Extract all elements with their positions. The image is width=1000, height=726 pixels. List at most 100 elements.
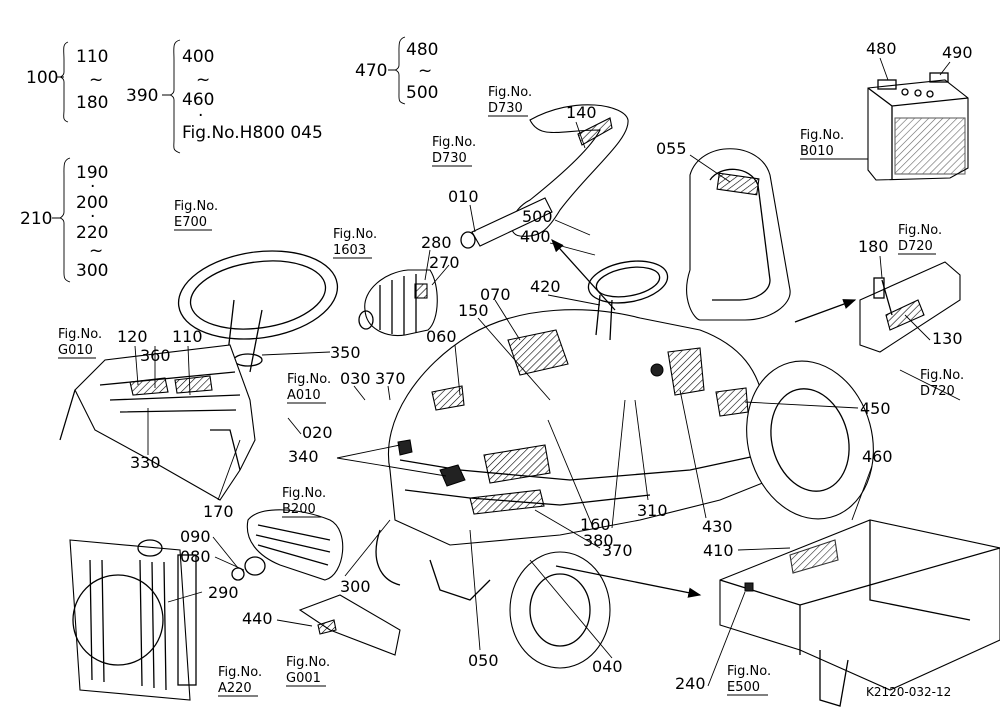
group-100-head: 100 bbox=[26, 68, 58, 88]
group-470-head: 470 bbox=[355, 61, 387, 81]
group-100-item-0: 110 bbox=[76, 47, 108, 67]
group-210-item-6: 300 bbox=[76, 261, 108, 281]
group-390-item-2: 460 bbox=[182, 90, 214, 110]
group-390-item-3: · bbox=[198, 106, 203, 126]
group-210-item-0: 190 bbox=[76, 163, 108, 183]
dash-panel bbox=[59, 344, 256, 501]
fig-ref-a010-code: A010 bbox=[287, 388, 321, 403]
fig-ref-d730b-code: D730 bbox=[432, 151, 467, 166]
group-390-head: 390 bbox=[126, 86, 158, 106]
seat bbox=[686, 148, 791, 321]
fig-ref-d720a-code: D720 bbox=[898, 239, 933, 254]
callout-430: 430 bbox=[702, 517, 733, 536]
radiator bbox=[69, 539, 197, 701]
fig-ref-1603-code: 1603 bbox=[333, 243, 366, 258]
callout-490: 490 bbox=[942, 43, 973, 62]
fig-ref-b200-code: B200 bbox=[282, 502, 316, 517]
wheels bbox=[375, 360, 874, 669]
fig-ref-b010-label: Fig.No. bbox=[800, 128, 844, 143]
callout-150: 150 bbox=[458, 301, 489, 320]
callout-330: 330 bbox=[130, 453, 161, 472]
part-callouts: 140 010 055 480 490 280 270 500 400 420 … bbox=[117, 39, 973, 693]
callout-300: 300 bbox=[340, 577, 371, 596]
callout-350: 350 bbox=[330, 343, 361, 362]
fig-ref-d730b-label: Fig.No. bbox=[432, 135, 476, 150]
callout-340: 340 bbox=[288, 447, 319, 466]
callout-130: 130 bbox=[932, 329, 963, 348]
fig-ref-b200-label: Fig.No. bbox=[282, 486, 326, 501]
callout-420: 420 bbox=[530, 277, 561, 296]
callout-080: 080 bbox=[180, 547, 211, 566]
callout-055: 055 bbox=[656, 139, 687, 158]
callout-110: 110 bbox=[172, 327, 203, 346]
callout-410: 410 bbox=[703, 541, 734, 560]
callout-400: 400 bbox=[520, 227, 551, 246]
callout-310: 310 bbox=[637, 501, 668, 520]
callout-270: 270 bbox=[429, 253, 460, 272]
group-210-item-4: 220 bbox=[76, 223, 108, 243]
callout-060: 060 bbox=[426, 327, 457, 346]
group-100: 100 110 ~ 180 bbox=[26, 41, 108, 123]
callout-140: 140 bbox=[566, 103, 597, 122]
fig-ref-a220-code: A220 bbox=[218, 681, 252, 696]
callout-370-lower: 370 bbox=[602, 541, 633, 560]
group-470-item-2: 500 bbox=[406, 83, 438, 103]
fig-ref-e500-code: E500 bbox=[727, 680, 760, 695]
fig-references: Fig.No. E700 Fig.No. D730 Fig.No. D730 F… bbox=[58, 85, 964, 697]
group-210: 210 190 · 200 · 220 ~ 300 bbox=[20, 157, 108, 283]
group-210-item-1: · bbox=[90, 177, 95, 197]
callout-040: 040 bbox=[592, 657, 623, 676]
callout-050: 050 bbox=[468, 651, 499, 670]
callout-380: 380 bbox=[583, 531, 614, 550]
fig-ref-d720b-label: Fig.No. bbox=[920, 368, 964, 383]
fig-ref-g001-label: Fig.No. bbox=[286, 655, 330, 670]
filter-element bbox=[358, 269, 438, 337]
fig-ref-e700-code: E700 bbox=[174, 215, 207, 230]
group-390-item-1: ~ bbox=[196, 70, 210, 90]
fig-ref-d720a-label: Fig.No. bbox=[898, 223, 942, 238]
callout-070: 070 bbox=[480, 285, 511, 304]
callout-180: 180 bbox=[858, 237, 889, 256]
fig-ref-d730a-label: Fig.No. bbox=[488, 85, 532, 100]
fig-ref-e700-label: Fig.No. bbox=[174, 199, 218, 214]
group-210-item-3: · bbox=[90, 207, 95, 227]
group-390-item-4: Fig.No.H800 045 bbox=[182, 123, 323, 143]
group-210-item-5: ~ bbox=[89, 241, 103, 261]
fig-ref-g001-code: G001 bbox=[286, 671, 321, 686]
fig-ref-1603-label: Fig.No. bbox=[333, 227, 377, 242]
callout-090: 090 bbox=[180, 527, 211, 546]
callout-160: 160 bbox=[580, 515, 611, 534]
fig-ref-b010-code: B010 bbox=[800, 144, 834, 159]
drawing-code: K2120-032-12 bbox=[866, 685, 951, 699]
group-390: 390 400 ~ 460 · Fig.No.H800 045 bbox=[126, 39, 323, 154]
leader-lines bbox=[134, 57, 951, 687]
group-470-item-1: ~ bbox=[418, 61, 432, 81]
callout-480: 480 bbox=[866, 39, 897, 58]
callout-010: 010 bbox=[448, 187, 479, 206]
callout-360: 360 bbox=[140, 346, 171, 365]
group-390-item-0: 400 bbox=[182, 47, 214, 67]
fig-ref-g010-code: G010 bbox=[58, 343, 93, 358]
fig-ref-a220-label: Fig.No. bbox=[218, 665, 262, 680]
front-grille bbox=[231, 509, 401, 656]
fig-ref-e500-label: Fig.No. bbox=[727, 664, 771, 679]
callout-170: 170 bbox=[203, 502, 234, 521]
callout-450: 450 bbox=[860, 399, 891, 418]
callout-030: 030 bbox=[340, 369, 371, 388]
group-210-item-2: 200 bbox=[76, 193, 108, 213]
callout-290: 290 bbox=[208, 583, 239, 602]
group-470: 470 480 ~ 500 bbox=[355, 36, 438, 105]
callout-500: 500 bbox=[522, 207, 553, 226]
callout-370-upper: 370 bbox=[375, 369, 406, 388]
battery bbox=[867, 72, 969, 181]
callout-280: 280 bbox=[421, 233, 452, 252]
fig-ref-a010-label: Fig.No. bbox=[287, 372, 331, 387]
callout-240: 240 bbox=[675, 674, 706, 693]
group-210-head: 210 bbox=[20, 209, 52, 229]
group-100-item-1: ~ bbox=[89, 70, 103, 90]
rear-frame bbox=[719, 519, 1000, 707]
group-100-item-2: 180 bbox=[76, 93, 108, 113]
callout-440: 440 bbox=[242, 609, 273, 628]
callout-460: 460 bbox=[862, 447, 893, 466]
